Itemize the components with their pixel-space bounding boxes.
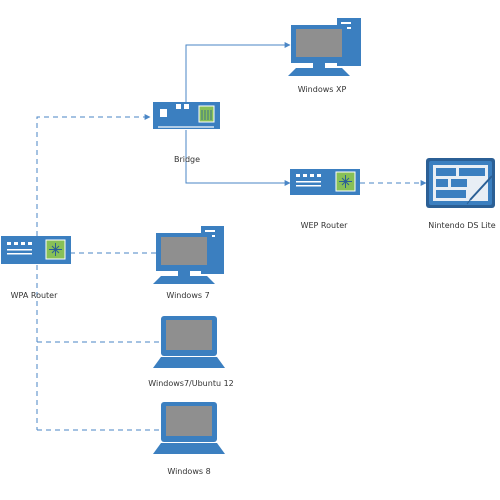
wpa-router-label: WPA Router <box>10 291 58 300</box>
connectors <box>36 42 427 433</box>
nintendo-ds-node[interactable] <box>426 158 495 208</box>
windows-xp-node[interactable] <box>288 18 361 76</box>
router-icon <box>1 236 71 264</box>
desktop-computer-icon <box>288 18 361 76</box>
wpa-router-node[interactable] <box>1 236 71 264</box>
wep-router-node[interactable] <box>290 169 360 195</box>
bridge-to-windows-xp-link <box>185 42 291 103</box>
bridge-to-wep-router-link <box>185 130 291 186</box>
windows-7-node[interactable] <box>153 226 224 284</box>
wpa-router-to-bridge-link <box>36 114 151 236</box>
bridge-device-icon <box>153 102 220 129</box>
windows-xp-label: Windows XP <box>297 85 347 94</box>
windows7-ubuntu-label: Windows7/Ubuntu 12 <box>148 379 234 388</box>
windows-8-node[interactable] <box>153 402 225 454</box>
wep-router-label: WEP Router <box>300 221 348 230</box>
desktop-computer-icon <box>153 226 224 284</box>
windows7-ubuntu-node[interactable] <box>153 316 225 368</box>
laptop-icon <box>153 316 225 368</box>
windows-7-label: Windows 7 <box>166 291 210 300</box>
router-icon <box>290 169 360 195</box>
laptop-icon <box>153 402 225 454</box>
tablet-device-icon <box>426 158 495 208</box>
bridge-label: Bridge <box>173 155 201 164</box>
bridge-node[interactable] <box>153 102 220 129</box>
windows-8-label: Windows 8 <box>167 467 211 476</box>
nintendo-ds-label: Nintendo DS Lite <box>428 221 496 230</box>
